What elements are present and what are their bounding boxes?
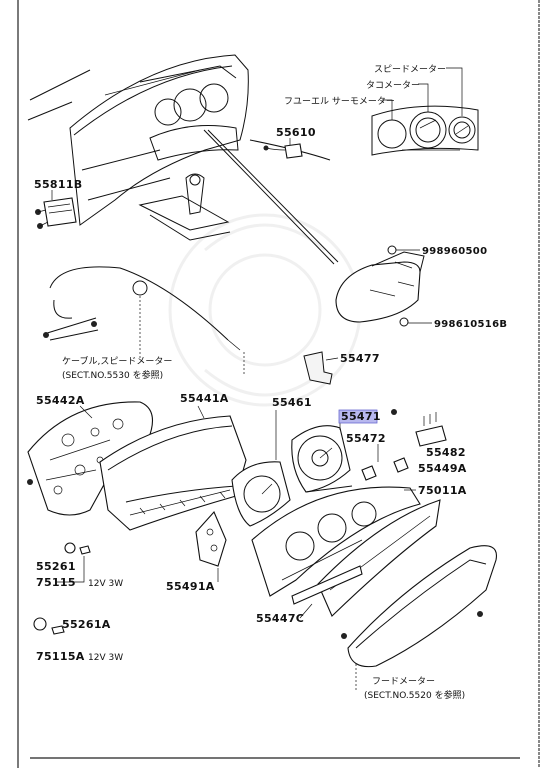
case-55441a-part xyxy=(99,415,247,531)
harness-55447c-part xyxy=(291,565,363,605)
cable-line-2 xyxy=(203,129,335,265)
label-75115-spec: 12V 3W xyxy=(88,579,123,589)
leader-55441a xyxy=(197,405,205,419)
module-55811b-part xyxy=(35,197,77,229)
label-sect-5520: (SECT.NO.5520 を参照) xyxy=(364,689,465,701)
leader-75115 xyxy=(56,556,85,583)
label-55477: 55477 xyxy=(340,352,380,365)
bracket-55477-part xyxy=(303,351,333,385)
leader-tachometer xyxy=(418,83,429,112)
socket-55261-part xyxy=(64,542,91,555)
label-55482: 55482 xyxy=(426,446,466,459)
leader-speedometer xyxy=(446,67,463,116)
printed-circuit-55442a-part xyxy=(27,401,154,516)
leader-fuel-thermo xyxy=(382,99,393,120)
label-55610: 55610 xyxy=(276,126,316,139)
label-55471: 55471 xyxy=(341,410,381,423)
switch-55610-part xyxy=(263,143,303,159)
label-tachometer-jp: タコメーター xyxy=(366,80,420,91)
tachometer-55461-part xyxy=(231,461,291,527)
board-55491a-part xyxy=(195,510,227,567)
label-55472: 55472 xyxy=(346,432,386,445)
label-75115a-spec: 12V 3W xyxy=(88,653,123,663)
label-speedometer-jp: スピードメーター xyxy=(374,64,446,75)
label-55461: 55461 xyxy=(272,396,312,409)
label-75115: 75115 xyxy=(36,576,76,589)
cluster-hood-part xyxy=(335,245,425,327)
label-55447c: 55447C xyxy=(256,612,304,625)
meter-lens-75011a-part xyxy=(251,486,421,597)
label-cable-jp: ケーブル,スピードメーター xyxy=(62,355,172,367)
meter-hood-front-part xyxy=(341,545,498,668)
label-hood-meter-jp: フードメーター xyxy=(372,676,435,687)
socket-55261a-part xyxy=(33,617,65,635)
label-998960500: 998960500 xyxy=(422,246,487,257)
leader-55477 xyxy=(325,357,339,361)
highlight-55471 xyxy=(338,409,378,424)
cable-line xyxy=(207,129,339,263)
label-55811b: 55811B xyxy=(34,178,82,191)
connector-55482-part xyxy=(391,409,447,447)
label-55442a: 55442A xyxy=(36,394,85,407)
gauge-cluster-illustration xyxy=(371,105,479,156)
label-75115a: 75115A xyxy=(36,650,85,663)
label-998610516b: 998610516B xyxy=(434,319,507,330)
label-75011a: 75011A xyxy=(418,484,467,497)
label-55261a: 55261A xyxy=(62,618,111,631)
label-55449a: 55449A xyxy=(418,462,467,475)
label-sect-5530: (SECT.NO.5530 を参照) xyxy=(62,369,163,381)
leader-55442a xyxy=(79,405,93,419)
speedometer-cable-part xyxy=(43,266,241,351)
label-fuel-thermo-jp: フユーエル サーモメーター xyxy=(284,96,395,107)
label-55491a: 55491A xyxy=(166,580,215,593)
dashboard-illustration xyxy=(27,54,331,241)
label-55441a: 55441A xyxy=(180,392,229,405)
bulb-55449a-part xyxy=(361,457,409,481)
label-55261: 55261 xyxy=(36,560,76,573)
leader-55447c xyxy=(299,603,313,619)
speedometer-55471-part xyxy=(291,425,353,493)
